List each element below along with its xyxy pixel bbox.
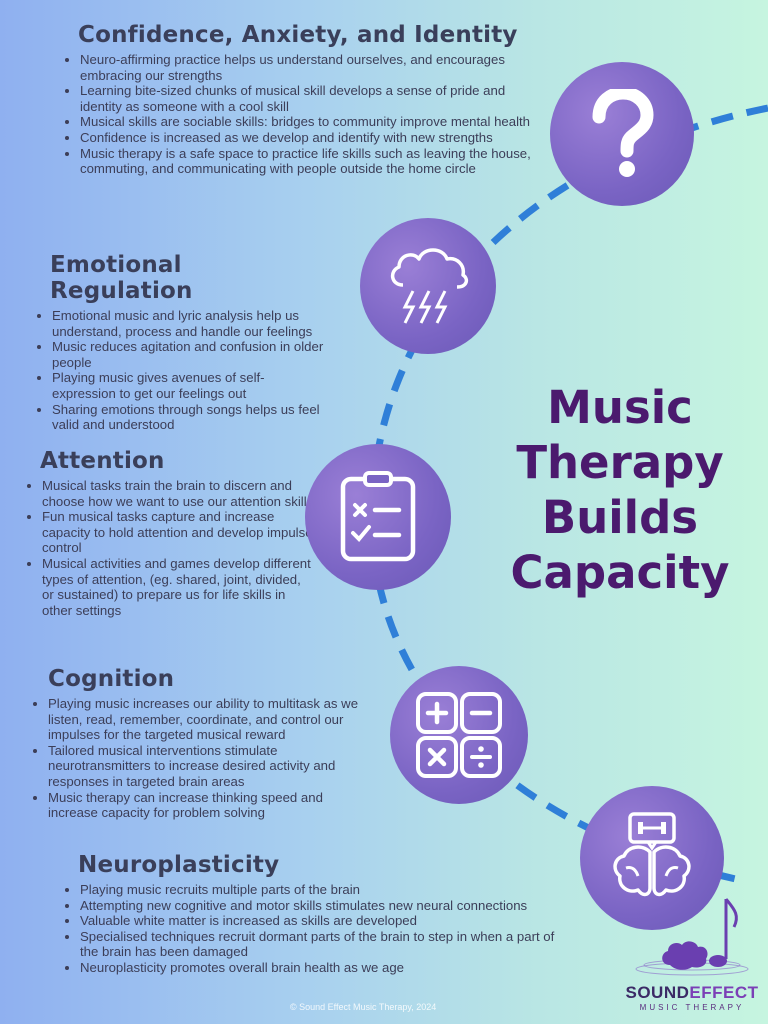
list-item: Neuro-affirming practice helps us unders… xyxy=(80,52,532,83)
storm-cloud-icon xyxy=(390,248,469,324)
neuroplasticity-circle xyxy=(580,786,724,930)
question-mark-icon xyxy=(592,89,654,177)
list-item: Learning bite-sized chunks of musical sk… xyxy=(80,83,532,114)
section-emotional-regulation: Emotional Regulation Emotional music and… xyxy=(34,252,324,433)
section-heading: Neuroplasticity xyxy=(78,852,280,878)
section-neuroplasticity: Neuroplasticity Playing music recruits m… xyxy=(62,852,562,976)
list-item: Playing music recruits multiple parts of… xyxy=(80,882,562,898)
list-item: Musical activities and games develop dif… xyxy=(42,556,314,618)
section-attention: Attention Musical tasks train the brain … xyxy=(24,448,314,618)
list-item: Playing music increases our ability to m… xyxy=(48,696,375,743)
list-item: Emotional music and lyric analysis help … xyxy=(52,308,324,339)
bullet-list: Playing music increases our ability to m… xyxy=(30,696,375,821)
brain-music-note-logo-icon xyxy=(635,898,749,976)
copyright-text: © Sound Effect Music Therapy, 2024 xyxy=(290,1002,437,1012)
list-item: Neuroplasticity promotes overall brain h… xyxy=(80,960,562,976)
section-heading: Confidence, Anxiety, and Identity xyxy=(78,22,518,48)
list-item: Musical tasks train the brain to discern… xyxy=(42,478,314,509)
page-title: Music Therapy Builds Capacity xyxy=(500,380,740,600)
list-item: Valuable white matter is increased as sk… xyxy=(80,913,562,929)
list-item: Musical skills are sociable skills: brid… xyxy=(80,114,532,130)
logo-subtitle: MUSIC THERAPY xyxy=(639,1003,745,1012)
attention-circle xyxy=(305,444,451,590)
calculator-icon xyxy=(416,692,502,778)
section-cognition: Cognition Playing music increases our ab… xyxy=(30,666,375,821)
list-item: Playing music gives avenues of self-expr… xyxy=(52,370,324,401)
list-item: Sharing emotions through songs helps us … xyxy=(52,402,324,433)
section-heading: Cognition xyxy=(48,666,175,692)
list-item: Music therapy is a safe space to practic… xyxy=(80,146,532,177)
brain-dumbbell-icon xyxy=(613,812,691,897)
title-line: Capacity xyxy=(510,546,730,599)
section-confidence: Confidence, Anxiety, and Identity Neuro-… xyxy=(62,22,532,177)
title-line: Therapy xyxy=(516,436,724,489)
question-circle xyxy=(550,62,694,206)
bullet-list: Neuro-affirming practice helps us unders… xyxy=(62,52,532,177)
list-item: Fun musical tasks capture and increase c… xyxy=(42,509,314,556)
list-item: Confidence is increased as we develop an… xyxy=(80,130,532,146)
list-item: Music reduces agitation and confusion in… xyxy=(52,339,324,370)
storm-circle xyxy=(360,218,496,354)
title-line: Builds xyxy=(541,491,699,544)
bullet-list: Musical tasks train the brain to discern… xyxy=(24,478,314,618)
bullet-list: Playing music recruits multiple parts of… xyxy=(62,882,562,976)
sound-effect-logo: SOUNDEFFECT MUSIC THERAPY xyxy=(622,895,762,1015)
section-heading: Emotional Regulation xyxy=(50,252,193,304)
cognition-circle xyxy=(390,666,528,804)
section-heading: Attention xyxy=(40,448,165,474)
list-item: Specialised techniques recruit dormant p… xyxy=(80,929,562,960)
list-item: Music therapy can increase thinking spee… xyxy=(48,790,375,821)
bullet-list: Emotional music and lyric analysis help … xyxy=(34,308,324,433)
list-item: Tailored musical interventions stimulate… xyxy=(48,743,375,790)
title-line: Music xyxy=(547,381,693,434)
list-item: Attempting new cognitive and motor skill… xyxy=(80,898,562,914)
logo-name: SOUNDEFFECT xyxy=(625,983,759,1002)
clipboard-checklist-icon xyxy=(340,471,416,562)
